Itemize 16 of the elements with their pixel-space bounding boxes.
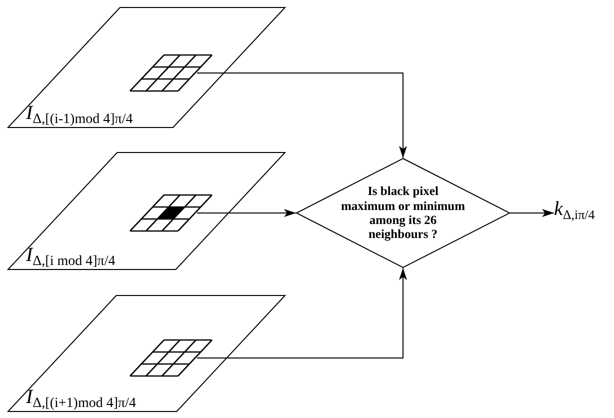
image-plane: [8, 152, 285, 270]
decision-question: Is black pixel maximum or minimum among its 26 neighbours ?: [340, 184, 466, 242]
arrow: [196, 268, 407, 358]
pixel-grid: [130, 55, 212, 91]
plane-label: I$_{Δ,[(i+1)mod 4]π/4}$: [26, 387, 136, 411]
pixel-grid: [130, 340, 212, 376]
plane-label: I$_{Δ,[(i-1)mod 4]π/4}$: [26, 103, 133, 127]
image-plane: [8, 295, 285, 412]
decision-diamond: [296, 158, 510, 268]
arrow: [196, 209, 296, 217]
output-label: k$_{Δ,iπ/4}$: [554, 198, 595, 220]
arrow: [510, 209, 554, 217]
pixel-grid: [130, 195, 212, 231]
image-plane: [8, 7, 285, 128]
arrow: [196, 72, 407, 158]
plane-label: I$_{Δ,[i mod 4]π/4}$: [26, 245, 116, 269]
